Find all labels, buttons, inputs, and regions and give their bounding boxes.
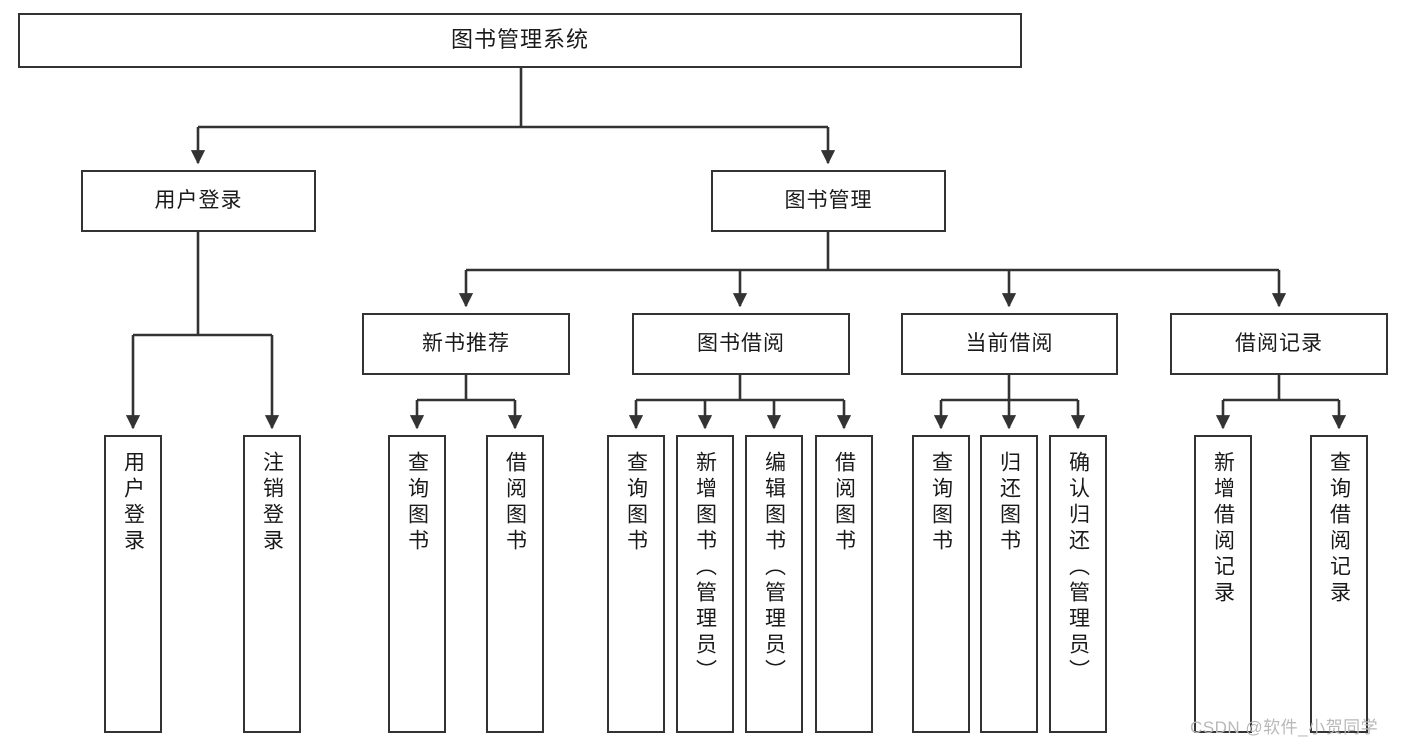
leaf-borrow-query-book[interactable]: 查询图书 <box>607 435 665 733</box>
node-label: 图书管理 <box>784 189 873 213</box>
node-label: 归还图书 <box>997 451 1021 555</box>
node-label: 查询图书 <box>405 451 429 555</box>
node-label: 用户登录 <box>121 451 145 555</box>
node-label: 查询图书 <box>624 451 648 555</box>
node-current-borrow[interactable]: 当前借阅 <box>901 313 1118 375</box>
node-label: 新书推荐 <box>422 332 510 356</box>
leaf-user-login[interactable]: 用户登录 <box>104 435 162 733</box>
node-label: 查询借阅记录 <box>1327 451 1351 607</box>
leaf-current-return-book[interactable]: 归还图书 <box>980 435 1038 733</box>
node-root-system[interactable]: 图书管理系统 <box>18 13 1022 68</box>
node-label: 新增图书（管理员） <box>693 451 717 685</box>
leaf-borrow-borrow-book[interactable]: 借阅图书 <box>815 435 873 733</box>
node-label: 编辑图书（管理员） <box>762 451 786 685</box>
node-label: 借阅记录 <box>1235 332 1323 356</box>
watermark-text: CSDN @软件_小贺同学 <box>1190 718 1379 737</box>
leaf-recommend-query-book[interactable]: 查询图书 <box>388 435 446 733</box>
node-label: 借阅图书 <box>832 451 856 555</box>
leaf-borrow-edit-book-admin[interactable]: 编辑图书（管理员） <box>745 435 803 733</box>
leaf-borrow-add-book-admin[interactable]: 新增图书（管理员） <box>676 435 734 733</box>
node-label: 注销登录 <box>260 451 284 555</box>
node-book-borrow[interactable]: 图书借阅 <box>632 313 850 375</box>
node-user-login[interactable]: 用户登录 <box>81 170 316 232</box>
leaf-record-add-record[interactable]: 新增借阅记录 <box>1194 435 1252 733</box>
node-label: 新增借阅记录 <box>1211 451 1235 607</box>
node-book-management[interactable]: 图书管理 <box>711 170 946 232</box>
node-label: 确认归还（管理员） <box>1066 451 1090 685</box>
node-label: 图书管理系统 <box>450 27 589 53</box>
node-label: 借阅图书 <box>503 451 527 555</box>
node-borrow-record[interactable]: 借阅记录 <box>1170 313 1388 375</box>
leaf-current-confirm-return-admin[interactable]: 确认归还（管理员） <box>1049 435 1107 733</box>
leaf-logout[interactable]: 注销登录 <box>243 435 301 733</box>
node-label: 当前借阅 <box>965 332 1054 356</box>
node-label: 查询图书 <box>929 451 953 555</box>
leaf-current-query-book[interactable]: 查询图书 <box>912 435 970 733</box>
leaf-record-query-record[interactable]: 查询借阅记录 <box>1310 435 1368 733</box>
node-label: 图书借阅 <box>697 332 785 356</box>
node-new-book-recommend[interactable]: 新书推荐 <box>362 313 570 375</box>
node-label: 用户登录 <box>154 189 243 213</box>
leaf-recommend-borrow-book[interactable]: 借阅图书 <box>486 435 544 733</box>
